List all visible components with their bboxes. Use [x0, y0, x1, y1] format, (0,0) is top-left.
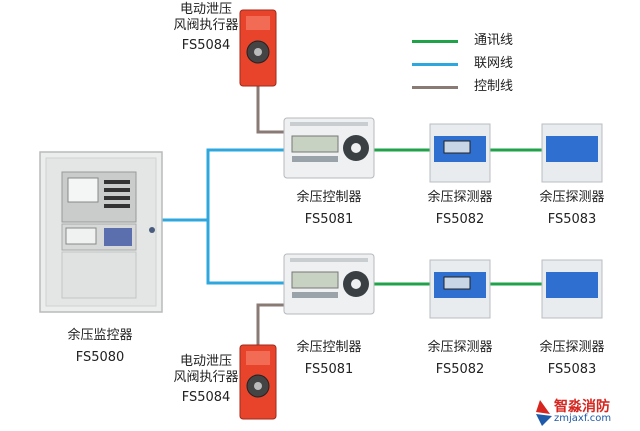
- controller-upper-model: FS5081: [304, 212, 354, 227]
- brand-name: 智淼消防: [554, 399, 610, 415]
- detector-fs5083-lower-model: FS5083: [547, 362, 597, 377]
- control-line-upper: [256, 86, 284, 134]
- detector-fs5082-lower-model: FS5082: [435, 362, 485, 377]
- actuator-upper-name-line1: 电动泄压: [179, 2, 232, 17]
- network-line-upper: [206, 148, 284, 220]
- detector-fs5083-upper: [541, 123, 603, 183]
- detector-fs5082-lower: [429, 259, 491, 319]
- legend-swatch: [412, 63, 458, 66]
- logo-icon: [536, 400, 552, 426]
- actuator-upper-model: FS5084: [181, 38, 231, 53]
- actuator-lower-device: [239, 344, 277, 420]
- legend-label: 联网线: [474, 56, 514, 71]
- controller-lower-name: 余压控制器: [296, 340, 362, 355]
- actuator-upper-name-line2: 风阀执行器: [173, 18, 239, 33]
- legend-label: 通讯线: [474, 33, 514, 48]
- detector-fs5082-lower-name: 余压探测器: [427, 340, 493, 355]
- controller-upper-device: [283, 117, 375, 179]
- monitor-name: 余压监控器: [67, 328, 133, 343]
- network-lines: [162, 148, 284, 285]
- monitor-cabinet: [39, 151, 163, 313]
- actuator-lower-model: FS5084: [181, 390, 231, 405]
- detector-fs5083-upper-name: 余压探测器: [539, 190, 605, 205]
- communication-lines: [374, 148, 542, 286]
- detector-fs5082-upper: [429, 123, 491, 183]
- detector-fs5083-upper-model: FS5083: [547, 212, 597, 227]
- controller-lower-device: [283, 253, 375, 315]
- network-line-lower: [206, 220, 284, 285]
- detector-fs5082-upper-name: 余压探测器: [427, 190, 493, 205]
- legend-swatch: [412, 40, 458, 43]
- brand-url: zmjaxf.com: [554, 413, 612, 424]
- detector-fs5082-upper-model: FS5082: [435, 212, 485, 227]
- controller-lower-model: FS5081: [304, 362, 354, 377]
- control-line-lower: [256, 303, 284, 345]
- detector-fs5083-lower-name: 余压探测器: [539, 340, 605, 355]
- control-lines: [256, 86, 284, 345]
- actuator-upper-device: [239, 9, 277, 87]
- actuator-lower-name-line2: 风阀执行器: [173, 370, 239, 385]
- actuator-lower-name-line1: 电动泄压: [179, 354, 232, 369]
- brand-logo: 智淼消防 zmjaxf.com: [524, 396, 634, 428]
- monitor-model: FS5080: [75, 350, 125, 365]
- detector-fs5083-lower: [541, 259, 603, 319]
- legend-swatch: [412, 86, 458, 89]
- legend-label: 控制线: [474, 79, 514, 94]
- controller-upper-name: 余压控制器: [296, 190, 362, 205]
